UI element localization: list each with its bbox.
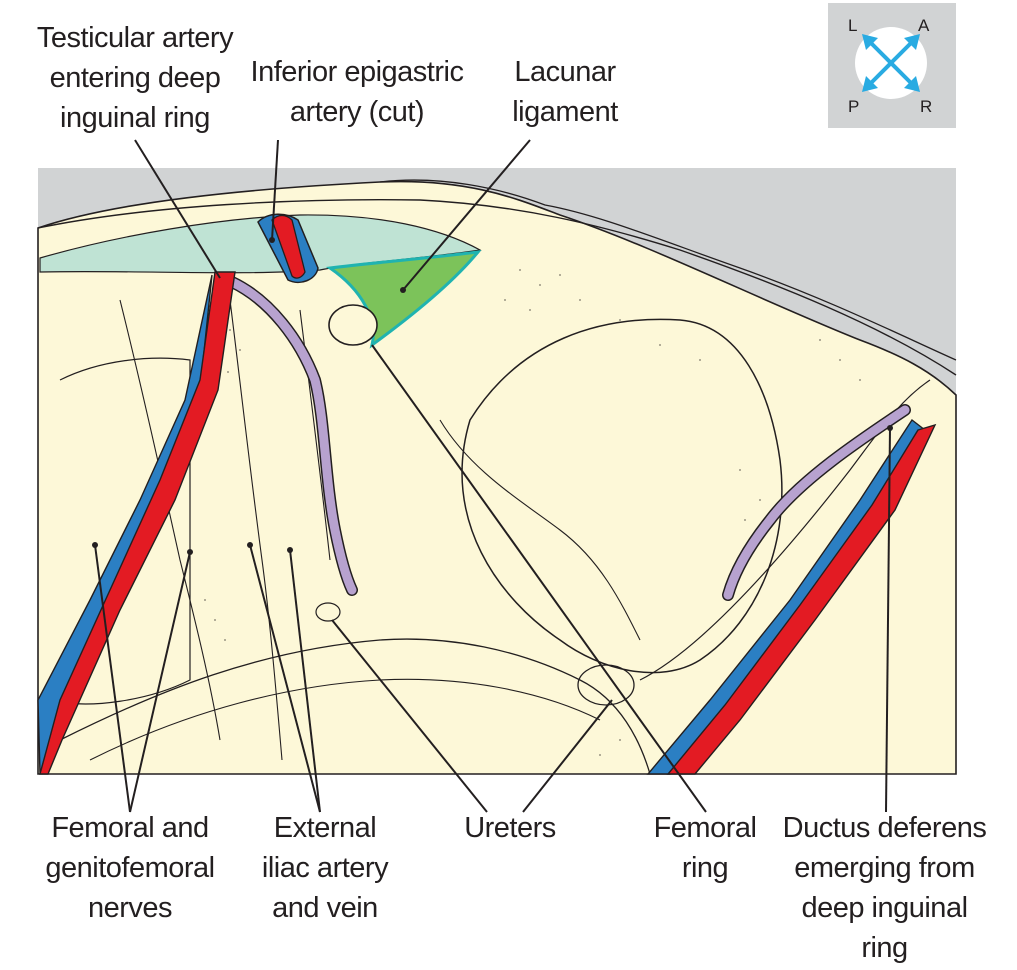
label-ureters: Ureters <box>440 808 580 848</box>
label-line: Femoral and <box>20 808 240 848</box>
label-external-iliac: External iliac artery and vein <box>245 808 405 928</box>
label-line: Ductus deferens <box>772 808 997 848</box>
label-line: ligament <box>490 92 640 132</box>
label-line: genitofemoral <box>20 848 240 888</box>
label-femoral-ring: Femoral ring <box>640 808 770 888</box>
label-line: inguinal ring <box>20 98 250 138</box>
label-line: External <box>245 808 405 848</box>
label-testicular-artery: Testicular artery entering deep inguinal… <box>20 18 250 138</box>
label-line: Lacunar <box>490 52 640 92</box>
label-line: Inferior epigastric <box>232 52 482 92</box>
label-line: entering deep <box>20 58 250 98</box>
label-line: Femoral <box>640 808 770 848</box>
label-line: artery (cut) <box>232 92 482 132</box>
label-line: deep inguinal <box>772 888 997 928</box>
label-line: nerves <box>20 888 240 928</box>
orientation-key: L A P R <box>828 3 956 128</box>
orientation-anterior-letter: A <box>918 16 929 36</box>
label-lacunar-ligament: Lacunar ligament <box>490 52 640 132</box>
label-line: Ureters <box>440 808 580 848</box>
femoral-ring-shape <box>329 305 377 345</box>
label-ductus-deferens: Ductus deferens emerging from deep ingui… <box>772 808 997 968</box>
label-line: Testicular artery <box>20 18 250 58</box>
label-line: emerging from <box>772 848 997 888</box>
orientation-right-letter: R <box>920 97 932 117</box>
orientation-left-letter: L <box>848 16 857 36</box>
label-line: and vein <box>245 888 405 928</box>
label-inferior-epigastric: Inferior epigastric artery (cut) <box>232 52 482 132</box>
label-line: ring <box>640 848 770 888</box>
label-femoral-nerves: Femoral and genitofemoral nerves <box>20 808 240 928</box>
orientation-posterior-letter: P <box>848 97 859 117</box>
label-line: iliac artery <box>245 848 405 888</box>
label-line: ring <box>772 928 997 968</box>
